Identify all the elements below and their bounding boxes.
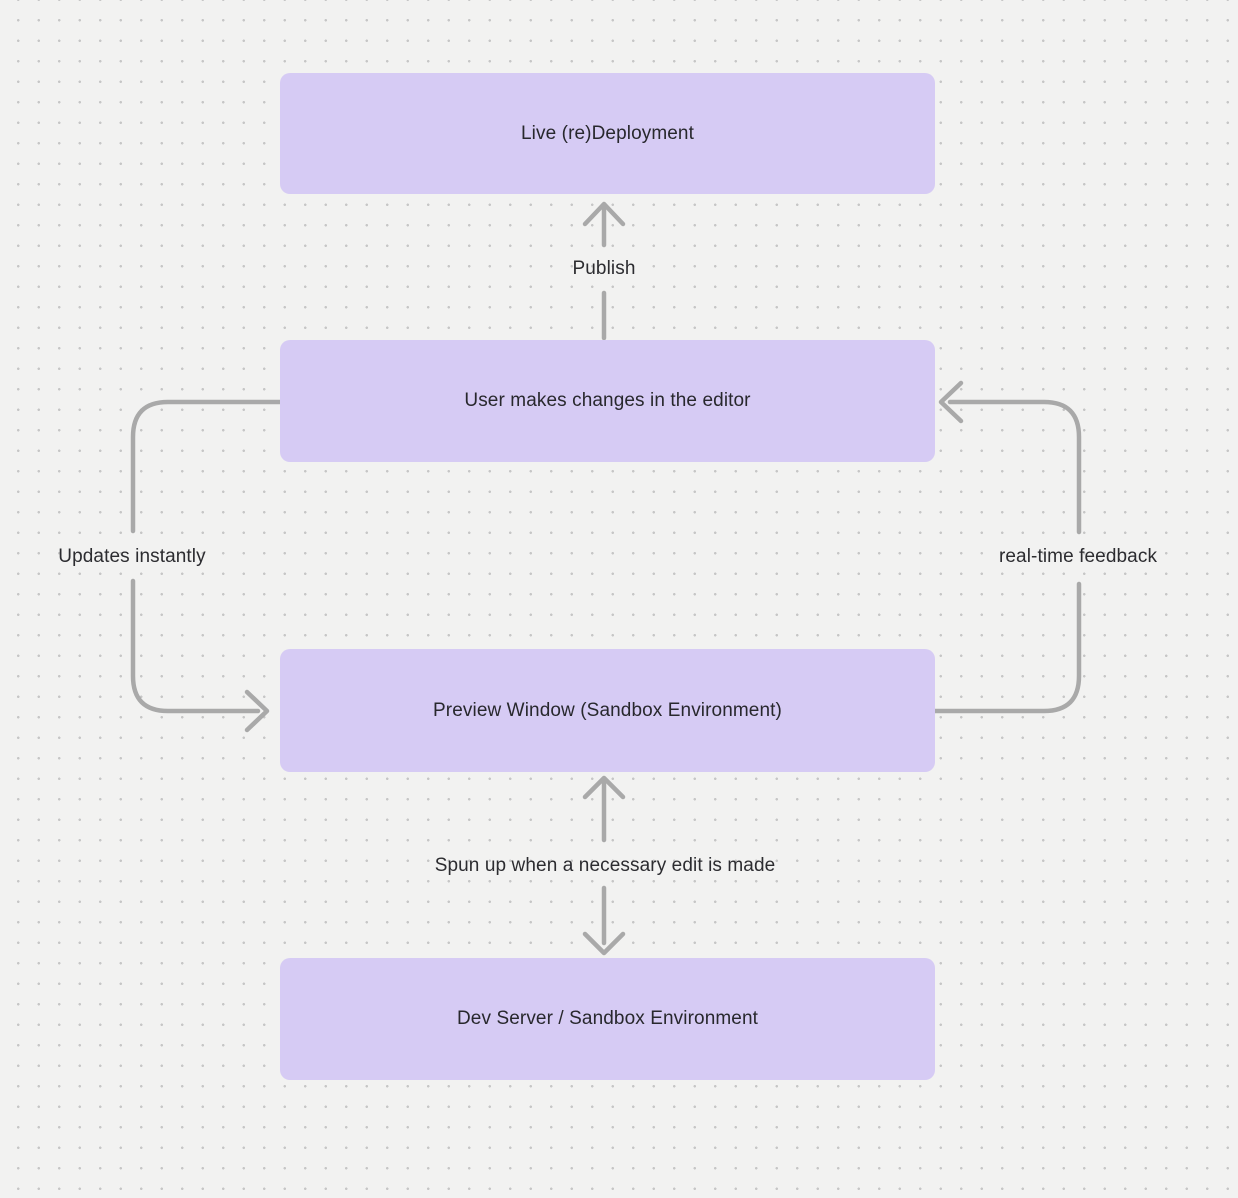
node-live-deployment-label: Live (re)Deployment: [521, 122, 694, 144]
edge-label-updates-instantly: Updates instantly: [58, 546, 206, 567]
arrow-up-icon: [582, 201, 626, 227]
arrow-left-icon: [938, 380, 964, 424]
node-live-deployment[interactable]: Live (re)Deployment: [280, 73, 935, 194]
arrow-up-icon: [582, 775, 626, 800]
edge-label-spun-up: Spun up when a necessary edit is made: [434, 855, 776, 876]
arrow-down-icon: [582, 931, 626, 956]
edge-feedback-line: [932, 399, 1082, 714]
edge-publish[interactable]: [582, 201, 626, 341]
edge-updates-line: [130, 399, 283, 714]
edge-label-realtime-feedback: real-time feedback: [998, 546, 1158, 567]
node-editor[interactable]: User makes changes in the editor: [280, 340, 935, 462]
node-dev-server-label: Dev Server / Sandbox Environment: [456, 1008, 758, 1029]
node-editor-label: User makes changes in the editor: [464, 390, 751, 411]
edge-realtime-feedback[interactable]: [932, 380, 1082, 714]
edge-updates-instantly[interactable]: [130, 399, 283, 733]
edge-spun-up[interactable]: [582, 775, 626, 956]
node-preview-window[interactable]: Preview Window (Sandbox Environment): [280, 649, 935, 772]
node-dev-server[interactable]: Dev Server / Sandbox Environment: [280, 958, 935, 1080]
node-preview-window-label: Preview Window (Sandbox Environment): [433, 699, 782, 721]
arrow-right-icon: [244, 689, 270, 733]
edge-label-publish: Publish: [572, 258, 636, 279]
